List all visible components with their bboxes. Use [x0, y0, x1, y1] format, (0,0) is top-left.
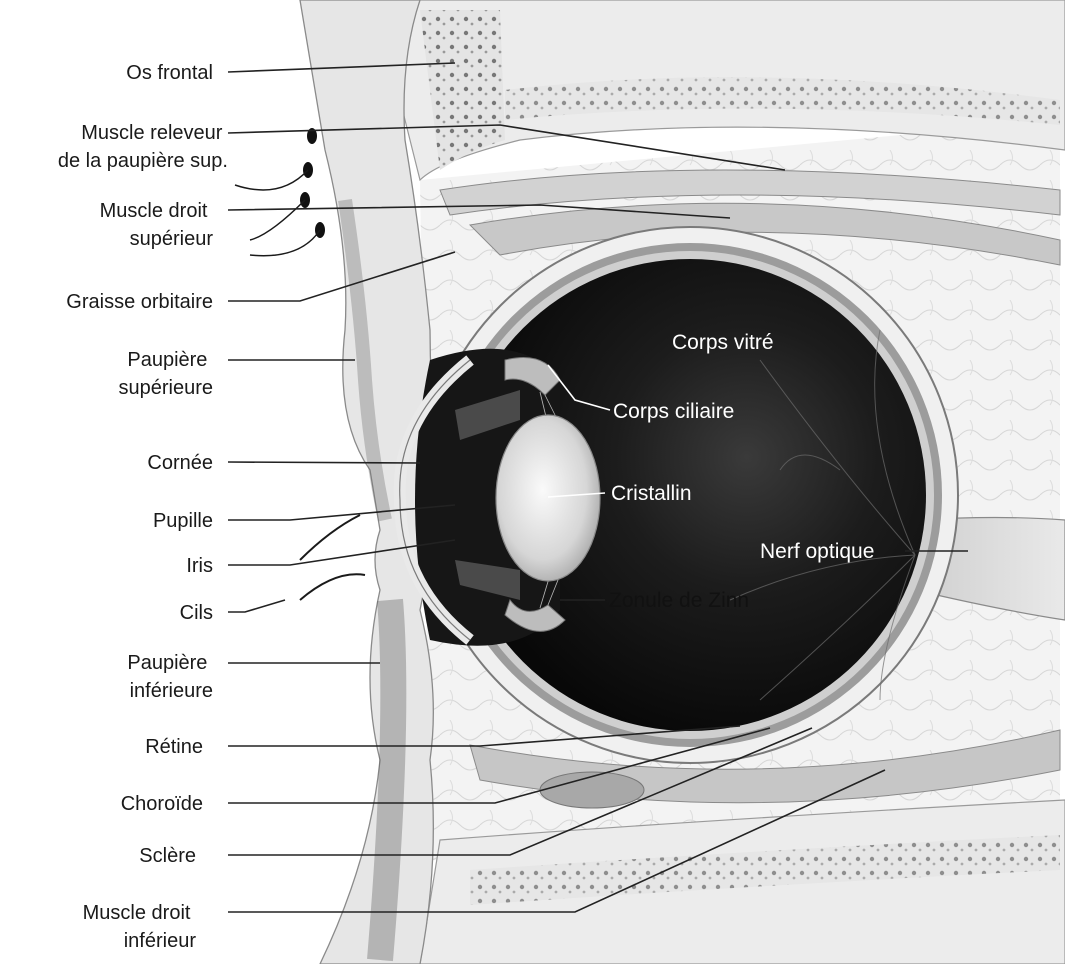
label-sclere: Sclère: [139, 845, 196, 867]
label-paup-sup: Paupière supérieure: [118, 349, 213, 399]
label-droit-sup: Muscle droit supérieur: [100, 200, 214, 250]
lower-lid-tissue: [380, 600, 393, 960]
brow-hair-strokes: [235, 170, 320, 256]
label-cornee: Cornée: [147, 452, 213, 474]
label-corps-vitre: Corps vitré: [672, 331, 774, 354]
inferior-oblique-muscle: [540, 772, 644, 808]
lens: [496, 415, 600, 581]
label-pupille: Pupille: [153, 510, 213, 532]
label-nerf-optique: Nerf optique: [760, 540, 874, 563]
label-graisse: Graisse orbitaire: [66, 291, 213, 313]
label-cils: Cils: [180, 602, 213, 624]
eyebrow-hairs: [300, 128, 325, 238]
label-cristallin: Cristallin: [611, 482, 692, 505]
label-paup-inf: Paupière inférieure: [127, 652, 213, 702]
label-iris: Iris: [186, 555, 213, 577]
leader-cornee: [228, 462, 420, 463]
eyelashes: [300, 515, 365, 600]
label-corps-ciliaire: Corps ciliaire: [613, 400, 734, 423]
label-retine: Rétine: [145, 736, 203, 758]
label-os-frontal: Os frontal: [126, 62, 213, 84]
label-releveur: Muscle releveur de la paupière sup.: [58, 122, 228, 172]
labels-left: Os frontal Muscle releveur de la paupièr…: [58, 62, 228, 952]
leader-cils: [228, 600, 285, 612]
label-zonule: Zonule de Zinn: [609, 589, 749, 612]
label-choroide: Choroïde: [121, 793, 203, 815]
label-droit-inf: Muscle droit inférieur: [83, 902, 197, 952]
